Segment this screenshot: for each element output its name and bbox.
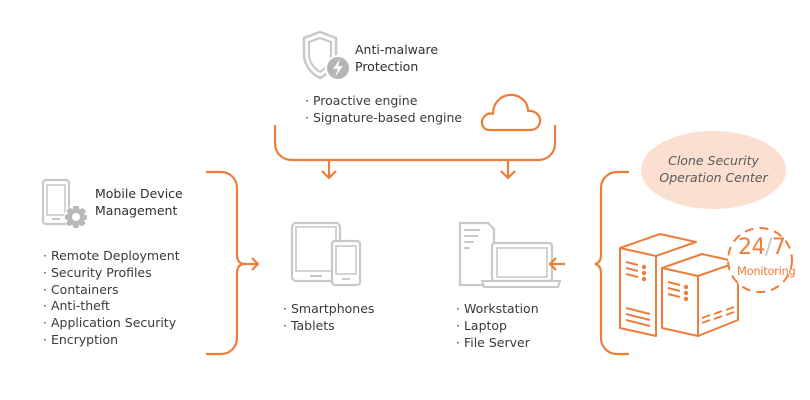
left-bracket: [206, 170, 260, 356]
monitoring-dashed-circle: [727, 227, 793, 293]
list-item: Smartphones: [283, 301, 374, 318]
list-item: Tablets: [283, 318, 374, 335]
anti-malware-title-line2: Protection: [355, 59, 419, 74]
anti-malware-title-line1: Anti-malware: [355, 42, 439, 57]
list-item: Security Profiles: [43, 265, 180, 282]
mdm-title: Mobile Device Management: [95, 185, 183, 219]
list-item: Remote Deployment: [43, 248, 180, 265]
mobile-list: Smartphones Tablets: [283, 301, 374, 335]
list-item: Proactive engine: [305, 93, 462, 110]
cloud-icon: [480, 93, 542, 132]
soc-title: Clone Security Operation Center: [641, 152, 786, 186]
mdm-title-line2: Management: [95, 203, 178, 218]
soc-title-line2: Operation Center: [659, 170, 768, 185]
mdm-list: Remote Deployment Security Profiles Cont…: [43, 248, 180, 349]
phone-gear-icon: [41, 178, 88, 229]
list-item: Laptop: [456, 318, 539, 335]
monitoring-label: Monitoring: [737, 264, 796, 278]
arrow-down-icon: [321, 160, 337, 180]
monitoring-24-7: 24/7: [738, 235, 786, 260]
top-bracket: [273, 125, 557, 180]
arrow-down-icon: [500, 160, 516, 180]
shield-lightning-icon: [302, 30, 351, 81]
arrow-left-icon: [548, 257, 565, 271]
anti-malware-list: Proactive engine Signature-based engine: [305, 93, 462, 127]
monitoring-24: 24: [738, 235, 766, 260]
endpoints-list: Workstation Laptop File Server: [456, 301, 539, 351]
right-bracket: [548, 170, 629, 356]
list-item: Signature-based engine: [305, 110, 462, 127]
list-item: Containers: [43, 282, 180, 299]
soc-title-line1: Clone Security: [668, 153, 759, 168]
list-item: Application Security: [43, 315, 180, 332]
list-item: Workstation: [456, 301, 539, 318]
mdm-title-line1: Mobile Device: [95, 186, 183, 201]
tablet-phone-icon: [290, 221, 362, 287]
list-item: Encryption: [43, 332, 180, 349]
soc-bubble: [641, 131, 786, 209]
monitoring-7: 7: [771, 235, 786, 260]
list-item: Anti-theft: [43, 298, 180, 315]
list-item: File Server: [456, 335, 539, 352]
monitoring-slash: /: [765, 235, 772, 260]
arrow-right-icon: [243, 257, 260, 271]
anti-malware-title: Anti-malware Protection: [355, 41, 438, 75]
